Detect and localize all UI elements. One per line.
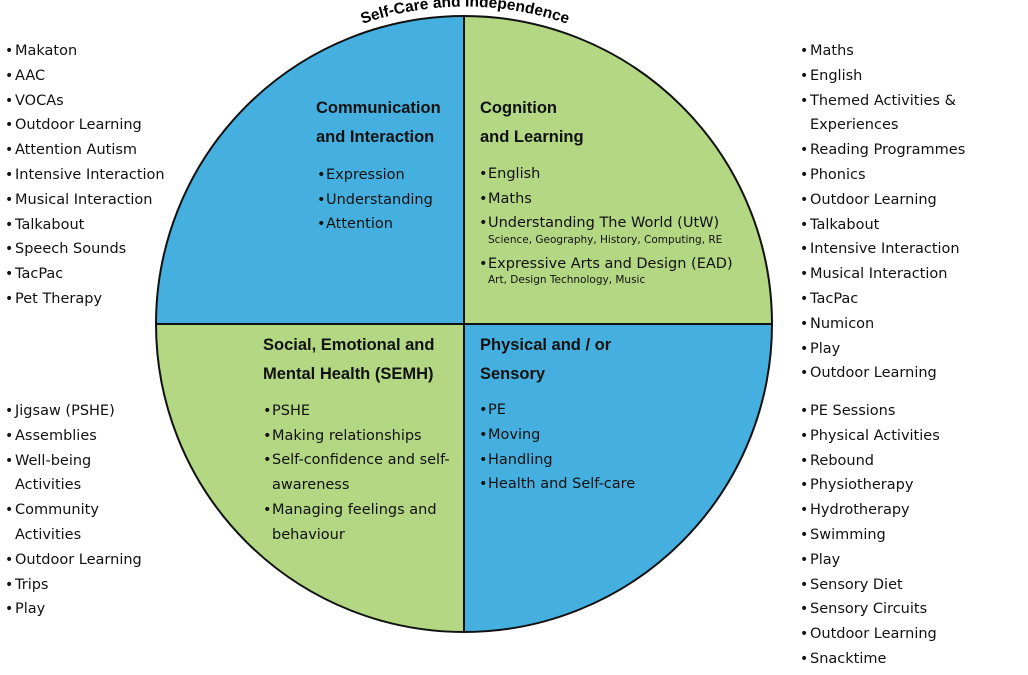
physical-title: Physical and / or Sensory	[480, 336, 612, 383]
list-item: Understanding	[317, 188, 433, 213]
list-item: Intensive Interaction	[800, 237, 965, 262]
list-item: Making relationships	[263, 424, 450, 449]
list-item: PE Sessions	[800, 399, 940, 424]
list-item: Attention Autism	[5, 138, 165, 163]
list-item: Numicon	[800, 312, 965, 337]
communication-list: Expression Understanding Attention	[317, 163, 433, 237]
list-item: Musical Interaction	[5, 188, 165, 213]
list-item: Intensive Interaction	[5, 163, 165, 188]
list-item: Sensory Circuits	[800, 597, 940, 622]
list-item: Expression	[317, 163, 433, 188]
list-item: Well-being	[5, 449, 142, 474]
list-item: Play	[800, 337, 965, 362]
list-item: Trips	[5, 573, 142, 598]
list-item: Musical Interaction	[800, 262, 965, 287]
list-item-subtext: Art, Design Technology, Music	[488, 274, 646, 286]
list-item: Self-confidence and self-	[263, 448, 450, 473]
list-item: Maths	[800, 39, 965, 64]
list-item: Talkabout	[5, 213, 165, 238]
list-item: PSHE	[263, 399, 450, 424]
list-item: Swimming	[800, 523, 940, 548]
physical-list: PE Moving Handling Health and Self-care	[479, 398, 635, 497]
list-item: Play	[5, 597, 142, 622]
cognition-list: English Maths Understanding The World (U…	[479, 162, 733, 292]
list-item: Play	[800, 548, 940, 573]
list-item: Themed Activities &	[800, 89, 965, 114]
list-item-continuation: Activities	[15, 526, 82, 543]
side-list-communication: Makaton AAC VOCAs Outdoor Learning Atten…	[5, 39, 165, 312]
list-item: Attention	[317, 212, 433, 237]
list-item: Talkabout	[800, 213, 965, 238]
list-item: Makaton	[5, 39, 165, 64]
list-item: VOCAs	[5, 89, 165, 114]
list-item-subtext: Science, Geography, History, Computing, …	[488, 233, 723, 246]
list-item: English	[800, 64, 965, 89]
quadrant-communication-fill	[156, 16, 464, 324]
list-item: Phonics	[800, 163, 965, 188]
list-item: Sensory Diet	[800, 573, 940, 598]
list-item-continuation: awareness	[272, 477, 350, 494]
list-item: English	[479, 162, 733, 187]
list-item: Handling	[479, 448, 635, 473]
list-item: Outdoor Learning	[800, 361, 965, 386]
list-item: Reading Programmes	[800, 138, 965, 163]
list-item: Maths	[479, 187, 733, 212]
list-item-continuation: Activities	[15, 477, 82, 494]
list-item: Rebound	[800, 449, 940, 474]
list-item: Community	[5, 498, 142, 523]
list-item: Outdoor Learning	[800, 622, 940, 647]
list-item: Outdoor Learning	[5, 113, 165, 138]
list-item: Expressive Arts and Design (EAD) Art, De…	[479, 252, 733, 289]
semh-list: PSHE Making relationships Self-confidenc…	[263, 399, 450, 547]
list-item: Outdoor Learning	[5, 548, 142, 573]
list-item: Physical Activities	[800, 424, 940, 449]
list-item: Snacktime	[800, 647, 940, 672]
list-item: Physiotherapy	[800, 473, 940, 498]
side-list-cognition: Maths English Themed Activities & Experi…	[800, 39, 965, 386]
list-item: TacPac	[5, 262, 165, 287]
list-item: PE	[479, 398, 635, 423]
list-item: Moving	[479, 423, 635, 448]
list-item-continuation: Experiences	[810, 117, 899, 134]
list-item: Jigsaw (PSHE)	[5, 399, 142, 424]
list-item: Understanding The World (UtW) Science, G…	[479, 211, 733, 248]
list-item: Pet Therapy	[5, 287, 165, 312]
list-item: Outdoor Learning	[800, 188, 965, 213]
list-item: Health and Self-care	[479, 472, 635, 497]
list-item: Assemblies	[5, 424, 142, 449]
list-item: Managing feelings and	[263, 498, 450, 523]
list-item-continuation: behaviour	[272, 526, 345, 543]
communication-title: Communication and Interaction	[316, 99, 441, 146]
side-list-semh: Jigsaw (PSHE) Assemblies Well-being Acti…	[5, 399, 142, 622]
list-item: AAC	[5, 64, 165, 89]
list-item: TacPac	[800, 287, 965, 312]
semh-title: Social, Emotional and Mental Health (SEM…	[263, 336, 435, 383]
list-item: Hydrotherapy	[800, 498, 940, 523]
cognition-title: Cognition and Learning	[480, 99, 584, 146]
list-item: Speech Sounds	[5, 237, 165, 262]
side-list-physical: PE Sessions Physical Activities Rebound …	[800, 399, 940, 672]
